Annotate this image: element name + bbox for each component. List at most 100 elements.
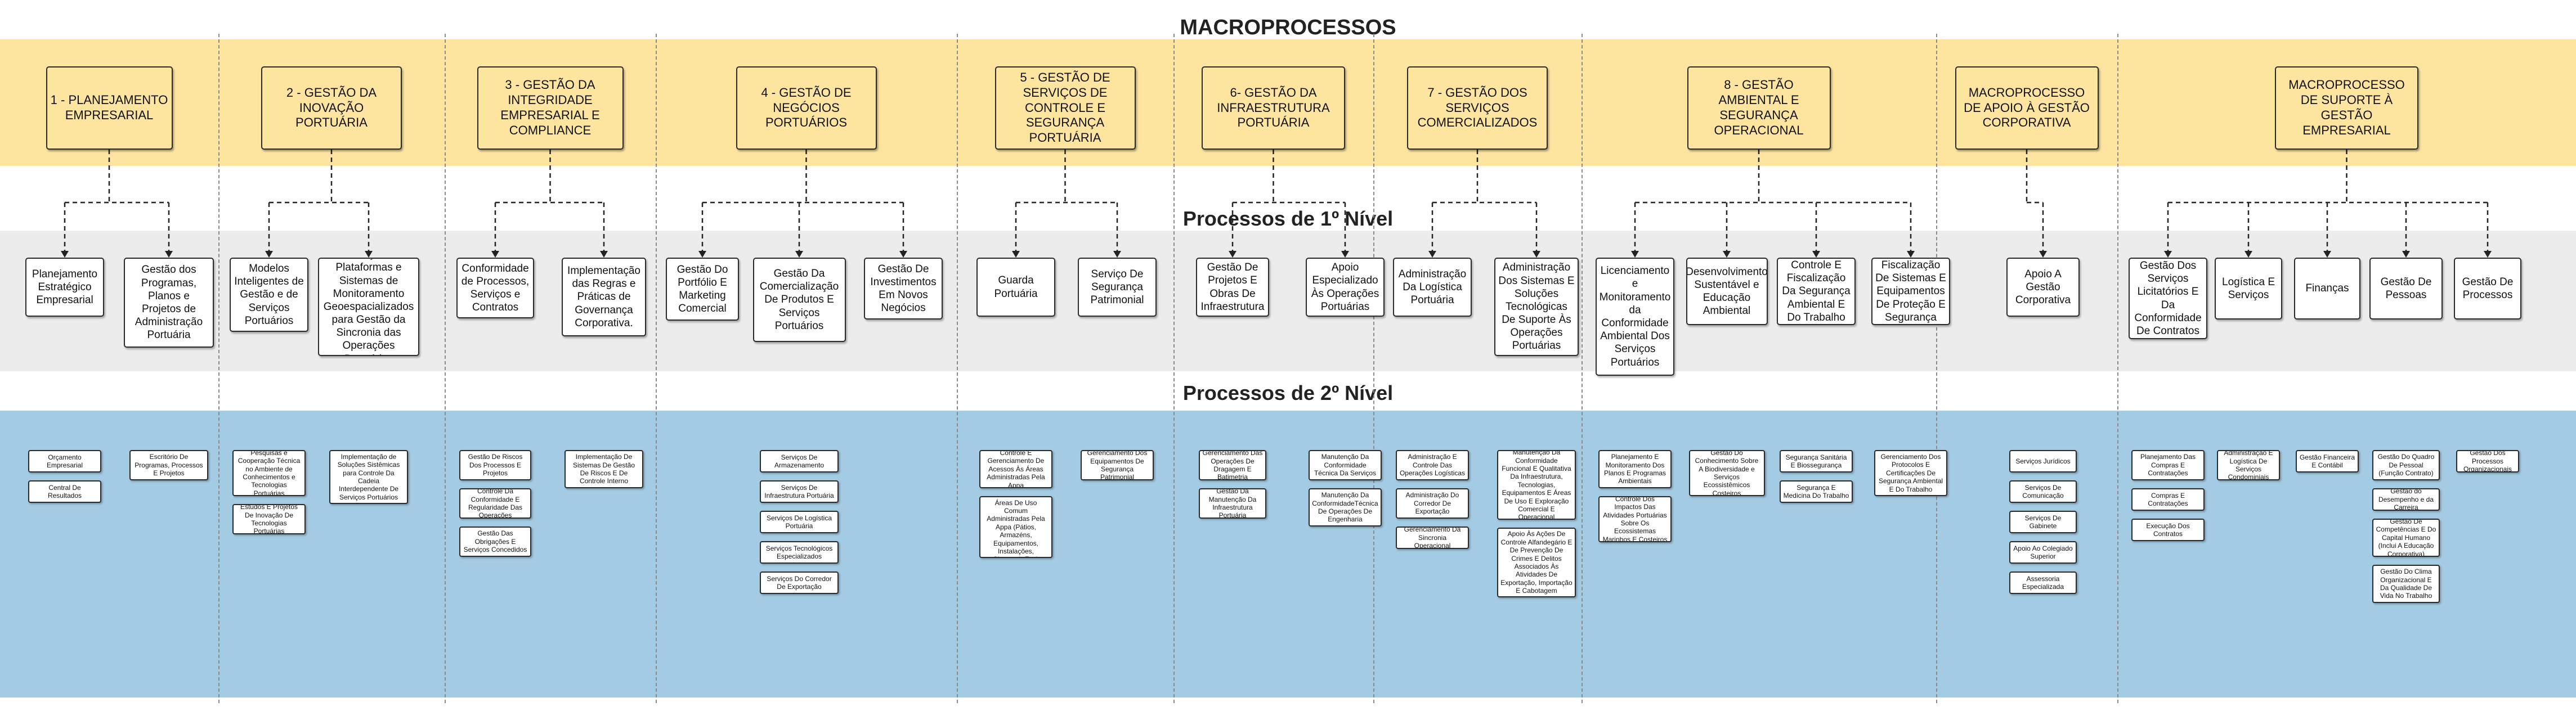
level2-process-box-label: Gestão Da Manutenção Da Infraestrutura P… — [1208, 488, 1257, 519]
connector-arrowhead — [1428, 251, 1436, 258]
level1-process-box: Implementação das Regras e Práticas de G… — [562, 258, 646, 336]
connector-arrowhead — [1631, 251, 1639, 258]
level2-process-box-label: Serviços De Gabinete — [2024, 514, 2062, 530]
level1-process-box-label: Licenciamento e Monitoramento da Conform… — [1599, 265, 1671, 368]
level1-title: Processos de 1º Nível — [1182, 207, 1394, 230]
level2-process-box: Estudos E Projetos De Inovação De Tecnol… — [232, 504, 306, 534]
level2-process-box-label: Administração Do Corredor De Exportação — [1405, 491, 1459, 516]
level2-process-box: Gestão Dos Processos Organizacionais — [2456, 450, 2519, 472]
column-divider — [218, 34, 219, 703]
level2-process-box-label: Central De Resultados — [47, 483, 82, 500]
level2-process-box-label: Gestão Das Obrigações E Serviços Concedi… — [463, 529, 527, 554]
connector-arrowhead — [2323, 251, 2331, 258]
level2-process-box-label: Manutenção Da Conformidade Funcional E Q… — [1502, 450, 1571, 520]
macroprocess-box-label: 2 - GESTÃO DA INOVAÇÃO PORTUÁRIA — [286, 85, 377, 130]
connector-arrowhead — [2164, 251, 2172, 258]
level1-process-box-label: Guarda Portuária — [994, 274, 1038, 300]
level1-process-box-label: Administração Dos Sistemas E Soluções Te… — [1498, 262, 1575, 352]
level1-process-box: Modelos Inteligentes de Gestão e de Serv… — [230, 258, 308, 332]
connector-arrowhead — [698, 251, 706, 258]
level1-process-box-label: Gestão De Processos — [2462, 276, 2514, 301]
level2-process-box: Pesquisas e Cooperação Técnica no Ambien… — [232, 450, 306, 496]
macroprocess-box: 2 - GESTÃO DA INOVAÇÃO PORTUÁRIA — [261, 66, 402, 150]
connector-arrowhead — [1341, 251, 1349, 258]
level2-process-box-label: Controle Dos Impactos Das Atividades Por… — [1602, 496, 1668, 542]
level1-process-box: Gestão Do Portfólio E Marketing Comercia… — [666, 258, 739, 321]
column-divider — [2117, 34, 2118, 703]
macroprocess-title: MACROPROCESSOS — [1180, 16, 1396, 39]
connector-arrowhead — [1533, 251, 1540, 258]
connector-arrowhead — [2245, 251, 2252, 258]
level2-process-box-label: Serviços De Infraestrutura Portuária — [764, 483, 834, 500]
connector-arrowhead — [365, 251, 373, 258]
level1-process-box-label: Gestão Do Portfólio E Marketing Comercia… — [677, 263, 728, 315]
level2-process-box: Planejamento Das Compras E Contratações — [2131, 450, 2205, 480]
level2-process-box-label: Assessoria Especializada — [2022, 574, 2064, 591]
level2-process-box: Serviços De Armazenamento — [760, 450, 839, 472]
level2-process-box: Serviços Tecnológicos Especializados — [760, 541, 839, 564]
connector-arrowhead — [1113, 251, 1121, 258]
column-divider — [1373, 34, 1374, 703]
level2-process-box: Gerenciamento Das Operações De Dragagem … — [1199, 450, 1266, 480]
level2-process-box: Apoio Ao Colegiado Superior — [2009, 541, 2077, 564]
level1-process-box: Serviço De Segurança Patrimonial — [1078, 258, 1157, 317]
connector-arrowhead — [1012, 251, 1020, 258]
connector-arrowhead — [265, 251, 273, 258]
level1-process-box: Administração Dos Sistemas E Soluções Te… — [1494, 258, 1579, 356]
level1-process-box: Gestão De Investimentos Em Novos Negócio… — [864, 258, 943, 320]
level2-process-box: Serviços Do Corredor De Exportação — [760, 572, 839, 594]
level1-process-box-label: Gestão De Pessoas — [2380, 276, 2432, 301]
level1-process-box: Fiscalização De Sistemas E Equipamentos … — [1871, 258, 1950, 325]
level1-process-box: Logística E Serviços — [2215, 258, 2282, 320]
macroprocess-box-label: 7 - GESTÃO DOS SERVIÇOS COMERCIALIZADOS — [1417, 85, 1538, 130]
level2-process-box: Escritório De Programas, Processos E Pro… — [129, 450, 208, 480]
macroprocess-box: 4 - GESTÃO DE NEGÓCIOS PORTUÁRIOS — [736, 66, 877, 150]
level2-process-box: Assessoria Especializada — [2009, 572, 2077, 594]
level1-process-box-label: Conformidade de Processos, Serviços e Co… — [461, 262, 530, 314]
connector-arrowhead — [165, 251, 173, 258]
column-divider — [1582, 34, 1583, 703]
level2-process-box: Administração Do Corredor De Exportação — [1396, 488, 1469, 519]
level2-process-box-label: Monitoramento Das Áreas De Uso Comum Adm… — [987, 497, 1046, 557]
level1-process-box-label: Finanças — [2305, 282, 2349, 295]
connector-arrowhead — [1812, 251, 1820, 258]
level2-process-box-label: Serviços Jurídicos — [2015, 457, 2071, 465]
level1-process-box: Gestão dos Programas, Planos e Projetos … — [124, 258, 214, 348]
level1-process-box-label: Controle E Fiscalização Da Segurança Amb… — [1782, 259, 1851, 323]
connector-arrowhead — [899, 251, 907, 258]
level2-process-box-label: Manutenção Da Conformidade Técnica Da Se… — [1314, 453, 1377, 478]
macroprocess-box: 6- GESTÃO DA INFRAESTRUTURA PORTUÁRIA — [1202, 66, 1345, 150]
connector-arrowhead — [61, 251, 69, 258]
macroprocess-box-label: 4 - GESTÃO DE NEGÓCIOS PORTUÁRIOS — [761, 85, 852, 130]
level2-process-box-label: Pesquisas e Cooperação Técnica no Ambien… — [238, 450, 301, 496]
level1-process-box: Gestão De Projetos E Obras De Infraestru… — [1196, 258, 1269, 317]
level2-process-box-label: Gestão Do Conhecimento Sobre A Biodivers… — [1695, 450, 1759, 496]
level2-process-box-label: Controle E Gerenciamento De Acessos Às Á… — [987, 450, 1045, 488]
macroprocess-box-label: MACROPROCESSO DE APOIO À GESTÃO CORPORAT… — [1964, 85, 2090, 130]
level2-process-box: Controle E Gerenciamento De Acessos Às Á… — [979, 450, 1052, 488]
level2-process-box: Planejamento E Monitoramento Dos Planos … — [1598, 450, 1672, 488]
level2-process-box: Apoio Às Ações De Controle Alfandegário … — [1497, 528, 1576, 597]
level2-process-box: Compras E Contratações — [2131, 488, 2205, 511]
level2-process-box-label: Execução Dos Contratos — [2146, 521, 2190, 538]
level2-process-box-label: Implementação De Sistemas De Gestão De R… — [572, 453, 635, 485]
level1-process-box-label: Gestão Da Comercialização De Produtos E … — [759, 268, 839, 332]
level1-process-box-label: Logística E Serviços — [2222, 276, 2275, 301]
level1-process-box-label: Serviço De Segurança Patrimonial — [1090, 268, 1144, 307]
level1-process-box: Desenvolvimento Sustentável e Educação A… — [1686, 258, 1768, 325]
level1-process-box-label: Modelos Inteligentes de Gestão e de Serv… — [234, 263, 304, 327]
level2-process-box-label: Estudos E Projetos De Inovação De Tecnol… — [240, 504, 298, 534]
level2-process-box-label: Gestão do Desempenho e da Carreira — [2378, 488, 2434, 511]
level1-process-box: Gestão Dos Serviços Licitatórios E Da Co… — [2129, 258, 2207, 339]
macroprocess-box: 7 - GESTÃO DOS SERVIÇOS COMERCIALIZADOS — [1407, 66, 1548, 150]
level1-process-box: Promoção de Plataformas e Sistemas de Mo… — [318, 258, 419, 356]
level2-process-box: Serviços De Comunicação — [2009, 480, 2077, 503]
level2-process-box-label: Gerenciamento Das Operações De Dragagem … — [1202, 450, 1263, 480]
level2-process-box-label: Implementação de Soluções Sistêmicas par… — [337, 452, 400, 501]
macroprocess-box: MACROPROCESSO DE SUPORTE À GESTÃO EMPRES… — [2275, 66, 2418, 150]
connector-arrowhead — [491, 251, 499, 258]
level2-process-box-label: Serviços De Armazenamento — [774, 453, 825, 469]
macroprocess-box-label: 3 - GESTÃO DA INTEGRIDADE EMPRESARIAL E … — [500, 78, 600, 137]
level2-process-box-label: Gestão De Competências E Do Capital Huma… — [2376, 519, 2436, 557]
